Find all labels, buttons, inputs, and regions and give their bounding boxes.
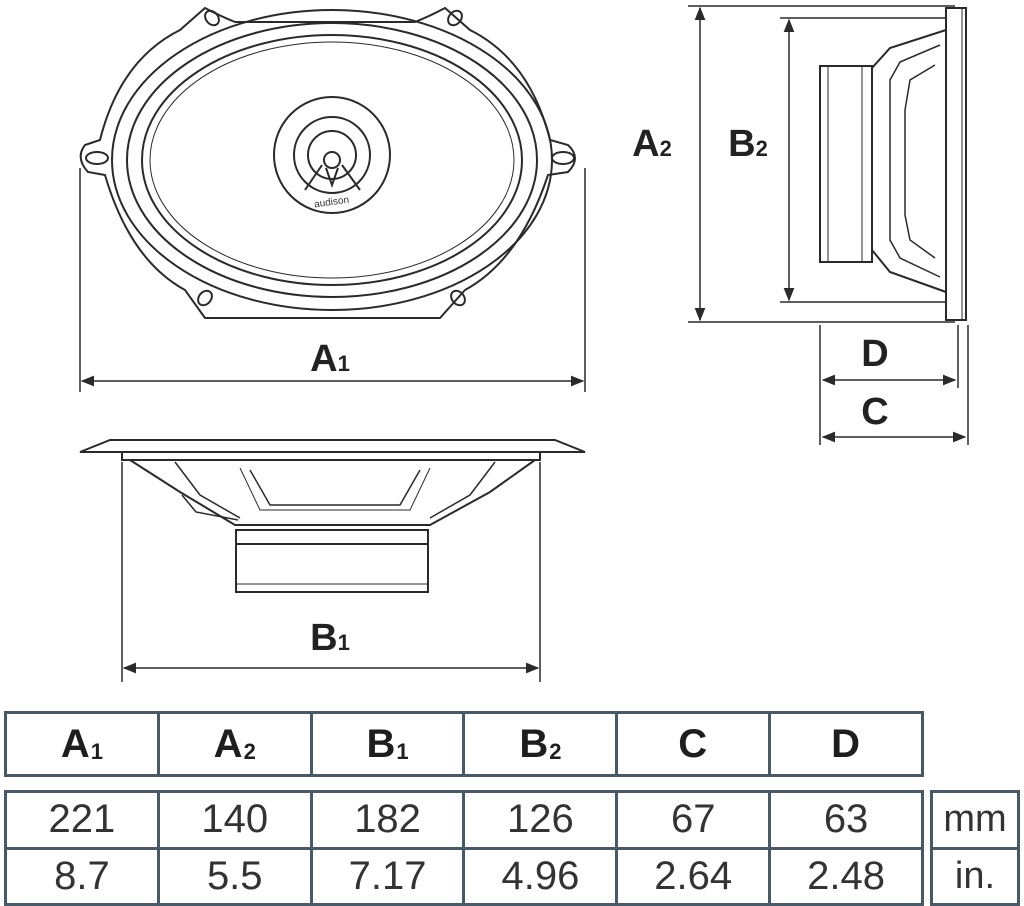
value-cell: 63 [768,791,923,850]
dimension-values-table: 221 140 182 126 67 63 8.7 5.5 7.17 4.96 … [4,790,924,906]
units-table: mm in. [930,790,1020,906]
bottom-flange [79,439,586,453]
label-b1: B1 [310,617,350,659]
value-cell: 140 [156,791,312,850]
mount-hole-right [551,151,575,165]
value-cell: 221 [5,791,159,850]
dimension-header-table: A1 A2 B1 B2 C D [4,711,924,777]
unit-mm: mm [931,791,1019,850]
bottom-magnet [235,543,429,593]
side-basket [871,29,947,293]
front-flange [79,6,576,319]
value-cell: 7.17 [309,848,464,905]
header-a2: A2 [156,712,312,776]
label-b2: B2 [728,123,768,165]
surround-inner [126,22,538,298]
dimension-a1 [79,168,586,392]
header-b2: B2 [462,712,617,776]
bottom-view [79,439,586,593]
tweeter-center [323,151,341,169]
side-basket-inner [889,44,941,278]
outer-surround [111,9,553,311]
table-row-mm: 221 140 182 126 67 63 [5,791,923,850]
dimension-b1 [121,462,541,682]
side-view [819,7,967,321]
front-view [79,6,576,319]
tweeter-ring [293,116,371,194]
table-row-in: 8.7 5.5 7.17 4.96 2.64 2.48 [6,848,923,905]
header-a1: A1 [60,721,103,766]
cone-edge [141,34,523,286]
value-cell: 67 [615,791,770,850]
unit-in: in. [954,854,996,897]
value-cell: 8.7 [54,853,110,898]
label-d: D [861,333,888,375]
bottom-magnet-plate [235,529,429,545]
header-b1: B1 [309,712,464,776]
side-magnet [819,65,873,263]
brand-logo-text: audison [314,195,350,211]
value-cell: 4.96 [462,848,617,905]
dimension-d-c [819,325,969,445]
mount-hole-bottom-right [450,289,466,307]
tweeter-housing [273,96,391,214]
tweeter-dome [307,130,357,180]
label-a1: A1 [310,338,350,380]
speaker-dimension-drawing: audison A1 A2 B2 [79,5,969,682]
mount-hole-left [85,151,109,165]
value-cell: 2.48 [768,848,923,905]
side-flange [945,7,967,321]
mount-hole-top-left [204,9,220,27]
value-cell: 126 [462,791,617,850]
mount-hole-top-right [447,9,463,27]
cone-inner [149,41,515,279]
dimension-b2 [780,17,945,303]
label-c: C [861,391,888,433]
tweeter-bridge [304,164,361,191]
value-cell: 2.64 [615,848,770,905]
bottom-basket [129,459,536,526]
header-d: D [768,712,923,776]
value-cell: 5.5 [156,848,312,905]
mount-hole-bottom-left [197,289,213,307]
dimension-a2 [688,5,955,323]
value-cell: 182 [309,791,464,850]
header-c: C [615,712,770,776]
label-a2: A2 [632,123,672,165]
